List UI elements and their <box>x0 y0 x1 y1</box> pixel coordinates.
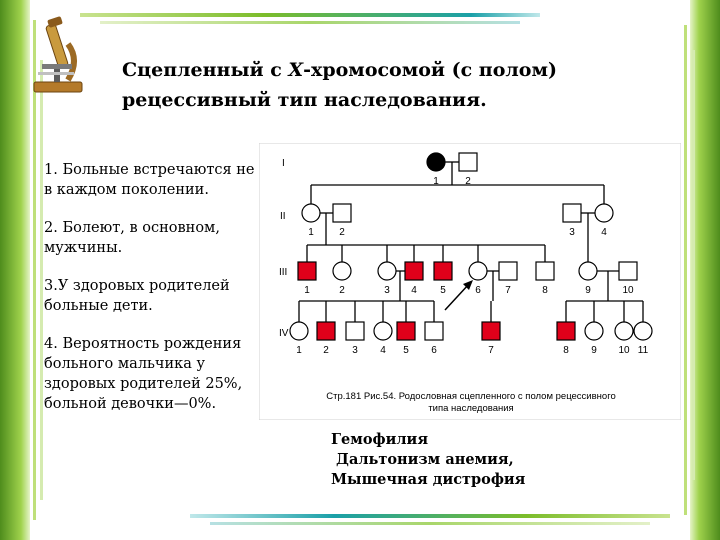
male-symbol-iii-4 <box>404 261 424 281</box>
male-symbol-ii-2 <box>332 203 352 223</box>
feature-item-4: 4. Вероятность рождения больного мальчик… <box>44 336 243 412</box>
female-symbol-iii-2 <box>332 261 352 281</box>
frame-line-left-1 <box>33 20 36 520</box>
female-symbol-iv-11 <box>633 321 653 341</box>
male-symbol-iv-8 <box>556 321 576 341</box>
individual-number-iv-4: 4 <box>380 345 386 356</box>
individual-number-iv-5: 5 <box>403 345 409 356</box>
frame-line-right-2 <box>692 50 695 480</box>
disease-colorblindness: Дальтонизм анемия, <box>331 451 514 468</box>
slide-title: Сцепленный с X-хромосомой (с полом) реце… <box>122 55 592 115</box>
individual-number-iii-5: 5 <box>440 285 446 296</box>
features-list: 1. Больные встречаются не в каждом покол… <box>44 160 264 432</box>
individual-number-iii-6: 6 <box>475 285 481 296</box>
feature-item-3: 3.У здоровых родителей больные дети. <box>44 278 230 314</box>
female-symbol-ii-4 <box>594 203 614 223</box>
pedigree-lines <box>298 161 644 322</box>
feature-item-2: 2. Болеют, в основном, мужчины. <box>44 220 220 256</box>
individual-number-iii-10: 10 <box>622 285 634 296</box>
frame-line-left-2 <box>40 60 43 500</box>
generation-label-iii: III <box>279 267 287 278</box>
individual-number-iii-3: 3 <box>384 285 390 296</box>
individual-number-iii-8: 8 <box>542 285 548 296</box>
individual-number-ii-2: 2 <box>339 227 345 238</box>
frame-line-right-1 <box>684 25 687 515</box>
individual-number-ii-3: 3 <box>569 227 575 238</box>
pedigree-caption-line2: типа наследования <box>428 403 513 414</box>
male-symbol-iii-5 <box>433 261 453 281</box>
individual-number-iii-9: 9 <box>585 285 591 296</box>
male-symbol-iii-8 <box>535 261 555 281</box>
female-symbol-iii-6 <box>468 261 488 281</box>
title-line1-end: -хромосомой (с полом) <box>303 59 557 81</box>
title-x-letter: X <box>288 59 304 81</box>
female-symbol-iv-9 <box>584 321 604 341</box>
male-symbol-iv-2 <box>316 321 336 341</box>
individual-number-iii-7: 7 <box>505 285 511 296</box>
male-symbol-iii-7 <box>498 261 518 281</box>
title-line1-start: Сцепленный с <box>122 59 289 81</box>
female-symbol-iii-3 <box>377 261 397 281</box>
right-green-border <box>690 0 720 540</box>
disease-dystrophy: Мышечная дистрофия <box>331 471 526 488</box>
female-symbol-iii-9 <box>578 261 598 281</box>
individual-number-iv-2: 2 <box>323 345 329 356</box>
individual-number-iv-9: 9 <box>591 345 597 356</box>
female-symbol-iv-4 <box>373 321 393 341</box>
male-symbol-i-2 <box>458 152 478 172</box>
individual-number-iii-1: 1 <box>304 285 310 296</box>
generation-label-i: I <box>282 158 285 169</box>
male-symbol-iv-7 <box>481 321 501 341</box>
individual-number-iv-3: 3 <box>352 345 358 356</box>
male-symbol-iii-1 <box>297 261 317 281</box>
feature-item-1: 1. Больные встречаются не в каждом покол… <box>44 162 255 198</box>
generation-label-ii: II <box>280 211 286 222</box>
male-symbol-iii-10 <box>618 261 638 281</box>
microscope-icon <box>33 16 83 93</box>
male-symbol-iv-5 <box>396 321 416 341</box>
disease-hemophilia: Гемофилия <box>331 431 429 448</box>
title-line2: рецессивный тип наследования. <box>122 89 487 111</box>
individual-number-iv-7: 7 <box>488 345 494 356</box>
left-green-border <box>0 0 30 540</box>
male-symbol-iv-6 <box>424 321 444 341</box>
individual-number-ii-4: 4 <box>601 227 607 238</box>
pedigree-caption-line1: Стр.181 Рис.54. Родословная сцепленного … <box>326 391 615 402</box>
individual-number-iii-4: 4 <box>411 285 417 296</box>
pedigree-symbols <box>289 152 653 341</box>
male-symbol-iv-3 <box>345 321 365 341</box>
bottom-accent-line <box>190 514 670 518</box>
individual-number-iv-1: 1 <box>296 345 302 356</box>
top-accent-line <box>80 13 540 17</box>
individual-number-iii-2: 2 <box>339 285 345 296</box>
individual-number-iv-8: 8 <box>563 345 569 356</box>
individual-number-iv-6: 6 <box>431 345 437 356</box>
female-symbol-iv-1 <box>289 321 309 341</box>
bottom-accent-line-2 <box>210 522 650 525</box>
top-accent-line-2 <box>100 21 520 24</box>
female-symbol-i-1 <box>426 152 446 172</box>
disease-examples: Гемофилия Дальтонизм анемия, Мышечная ди… <box>331 430 525 490</box>
individual-number-i-1: 1 <box>433 176 439 187</box>
female-symbol-iv-10 <box>614 321 634 341</box>
male-symbol-ii-3 <box>562 203 582 223</box>
individual-number-ii-1: 1 <box>308 227 314 238</box>
arrow-icon <box>444 280 473 311</box>
individual-number-iv-11: 11 <box>638 345 649 356</box>
female-symbol-ii-1 <box>301 203 321 223</box>
individual-number-i-2: 2 <box>465 176 471 187</box>
individual-number-iv-10: 10 <box>618 345 630 356</box>
generation-label-iv: IV <box>279 328 289 339</box>
pedigree-labels: 1 2 1 2 3 4 1 2 3 4 5 6 7 8 9 10 1 2 3 4 5 6 7 8 9 10 11 <box>296 176 648 356</box>
